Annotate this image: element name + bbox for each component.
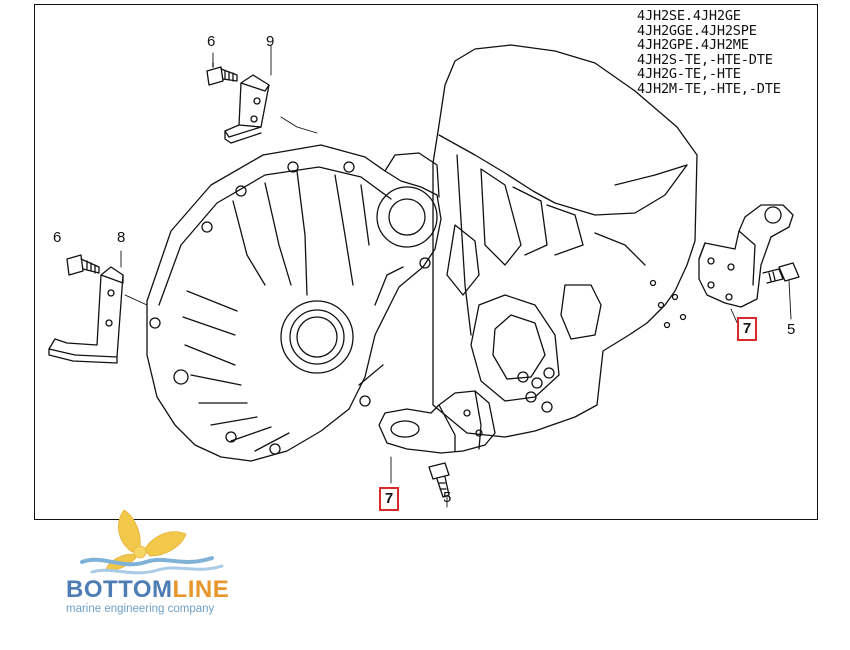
parts-drawing: [48, 44, 800, 508]
propeller-icon: [80, 509, 224, 575]
callout-7-right-mount: 7: [737, 317, 757, 341]
logo-word-bottom: BOTTOM: [66, 576, 173, 603]
flywheel-housing-drawing: [146, 144, 442, 462]
model-line: 4JH2GGE.4JH2SPE: [637, 22, 757, 39]
callout-6-top-bolt: 6: [207, 33, 216, 50]
model-list: 4JH2SE.4JH2GE 4JH2GGE.4JH2SPE 4JH2GPE.4J…: [637, 9, 781, 97]
callout-9-bracket: 9: [266, 33, 275, 50]
bolt-6-top-drawing: [206, 62, 238, 86]
engine-block-drawing: [432, 44, 698, 438]
model-line: 4JH2G-TE,-HTE: [637, 66, 741, 83]
engine-mount-7-bottom-drawing: [378, 390, 496, 454]
callout-6-left-bolt: 6: [53, 229, 62, 246]
bolt-5-bottom-drawing: [428, 462, 450, 498]
logo-word-line: LINE: [172, 576, 230, 603]
callout-7-bottom-mount: 7: [379, 487, 399, 511]
logo-wordmark: BOTTOMLINE: [66, 576, 229, 604]
model-line: 4JH2M-TE,-HTE,-DTE: [637, 80, 781, 97]
bolt-6-left-drawing: [66, 254, 100, 276]
logo-tagline: marine engineering company: [66, 603, 215, 615]
callout-5-bottom-bolt: 5: [443, 489, 452, 506]
model-line: 4JH2GPE.4JH2ME: [637, 37, 749, 54]
exploded-parts-diagram: 4JH2SE.4JH2GE 4JH2GGE.4JH2SPE 4JH2GPE.4J…: [34, 4, 818, 520]
bolt-5-right-drawing: [762, 262, 800, 284]
model-line: 4JH2S-TE,-HTE-DTE: [637, 51, 773, 68]
bracket-9-drawing: [224, 74, 270, 144]
callout-5-right-bolt: 5: [787, 321, 796, 338]
bracket-8-drawing: [48, 266, 124, 364]
callout-8-bracket: 8: [117, 229, 126, 246]
bottomline-logo: BOTTOMLINE marine engineering company: [62, 500, 252, 628]
model-line: 4JH2SE.4JH2GE: [637, 8, 741, 24]
engine-mount-7-right-drawing: [698, 204, 794, 308]
